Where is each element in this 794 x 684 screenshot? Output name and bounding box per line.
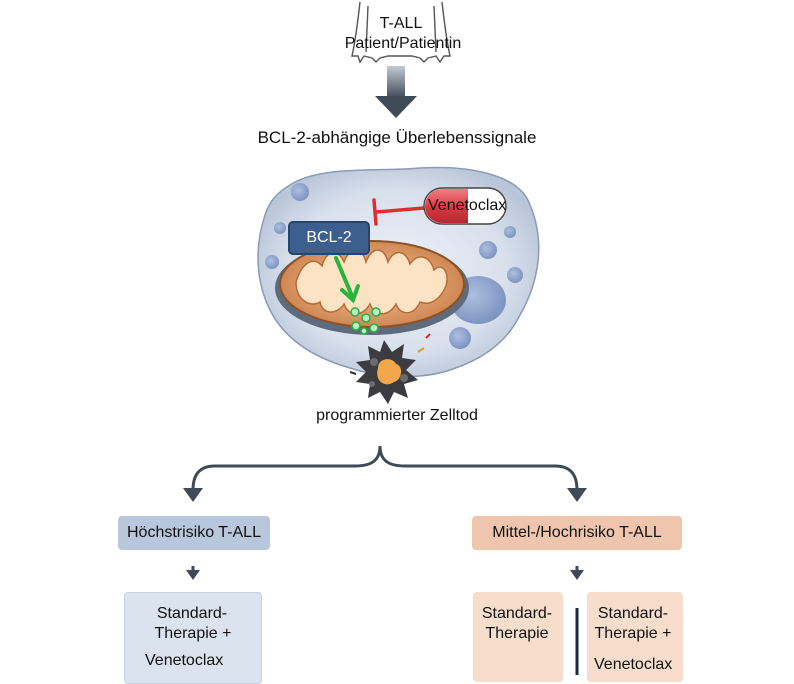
apoptotic-body-icon (349, 333, 431, 404)
branch-right-label: Mittel-/Hochrisiko T-ALL (492, 524, 662, 541)
venetoclax-label: Venetoclax (428, 197, 507, 214)
arrow-head-right-icon (567, 488, 587, 502)
programmed-death-label: programmierter Zelltod (316, 407, 478, 424)
left-therapy-line-2: Therapie + (154, 625, 232, 642)
right-arm-b-line-1: Standard- (597, 605, 669, 622)
branch-right-header: Mittel-/Hochrisiko T-ALL (472, 516, 682, 550)
venetoclax-pill-icon (423, 187, 507, 225)
down-arrow-icon (375, 66, 417, 118)
arrow-head-left-icon (183, 488, 203, 502)
right-therapy-arm-b-panel (587, 592, 683, 682)
right-arm-a-line-2: Therapie (485, 625, 549, 642)
right-therapy-arm-a-panel (473, 592, 563, 682)
patient-line-1: T-ALL (379, 15, 423, 32)
bcl2-box: BCL-2 (288, 221, 370, 255)
left-therapy-line-1: Standard- (156, 605, 228, 622)
granule (504, 226, 516, 238)
inhibition-icon (372, 198, 426, 226)
granule (291, 183, 309, 201)
bcl2-label: BCL-2 (306, 229, 352, 246)
left-therapy-panel (124, 592, 262, 684)
left-therapy-drug: Venetoclax (145, 652, 224, 669)
branch-arrows (191, 445, 579, 491)
branch-left-header: Höchstrisiko T-ALL (118, 516, 270, 550)
right-arm-b-drug: Venetoclax (594, 656, 673, 673)
granule (479, 241, 497, 259)
granule (507, 267, 523, 283)
right-arm-b-line-2: Therapie + (594, 625, 672, 642)
granule (274, 222, 286, 234)
released-particles (350, 307, 381, 335)
patient-silhouette-icon (351, 1, 451, 64)
small-arrow-left-icon (186, 566, 200, 580)
cytochrome-release-arrow-icon (334, 256, 360, 304)
granule (265, 255, 279, 269)
patient-line-2: Patient/Patientin (344, 35, 462, 52)
small-arrow-right-icon (570, 566, 584, 580)
signal-label: BCL-2-abhängige Überlebenssignale (257, 128, 537, 147)
right-arm-a-line-1: Standard- (481, 605, 553, 622)
granule (449, 327, 471, 349)
branch-left-label: Höchstrisiko T-ALL (127, 524, 261, 541)
mitochondrion-icon (275, 240, 469, 335)
